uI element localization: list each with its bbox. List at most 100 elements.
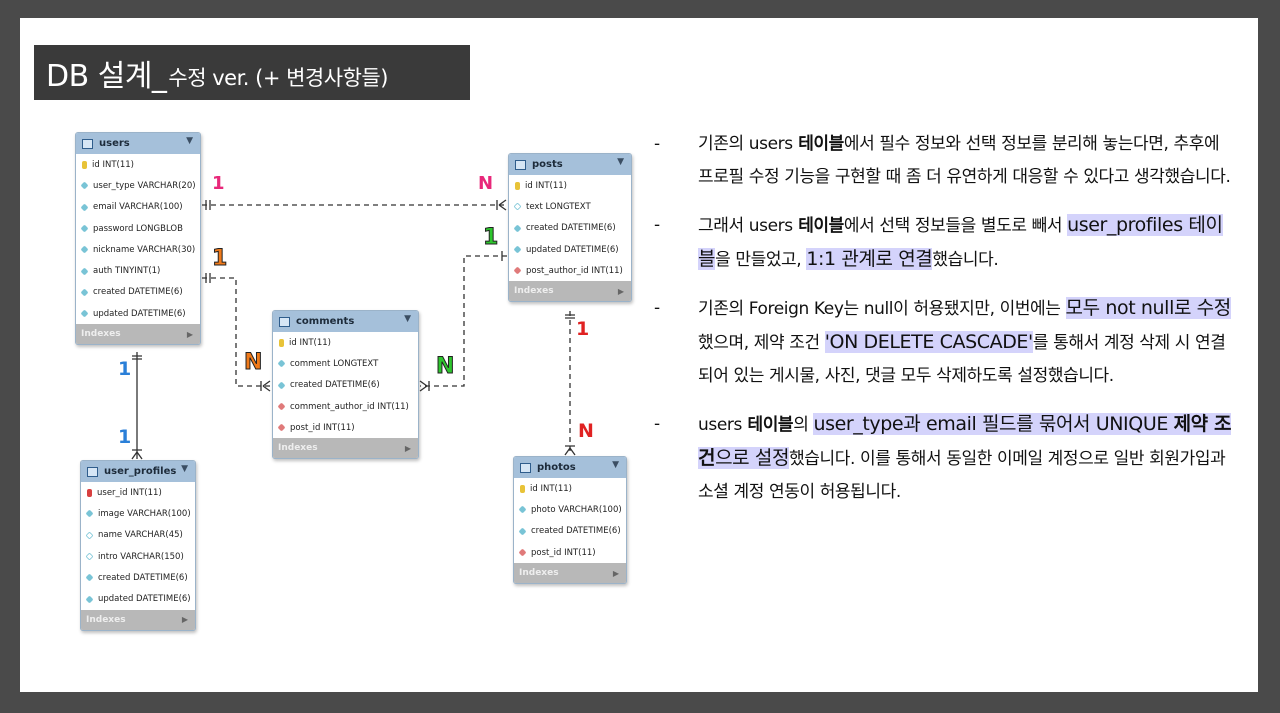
key-icon (80, 181, 89, 190)
column-row: user_id INT(11) (81, 482, 195, 503)
note-text: 했으며, 제약 조건 (698, 333, 825, 353)
table-name: users (99, 138, 130, 149)
note-text: 에서 선택 정보들을 별도로 빼서 (843, 216, 1068, 236)
column-row: user_type VARCHAR(20) (76, 175, 200, 196)
rel-posts-comments (420, 255, 507, 387)
column-label: updated DATETIME(6) (98, 594, 191, 605)
slide: DB 설계_ 수정 ver. (+ 변경사항들) (20, 18, 1258, 692)
column-label: comment_author_id INT(11) (290, 401, 409, 412)
column-row: updated DATETIME(6) (509, 239, 631, 260)
indexes-footer: Indexes▶ (81, 609, 195, 630)
note-text: 테이블 (792, 134, 844, 154)
key-icon (277, 402, 286, 411)
note-item: - 기존의 users 테이블에서 필수 정보와 선택 정보를 분리해 놓는다면… (654, 128, 1234, 194)
key-icon (80, 224, 89, 233)
column-row: created DATETIME(6) (514, 521, 626, 542)
key-icon (518, 548, 527, 557)
key-icon (277, 423, 286, 432)
key-icon (80, 309, 89, 318)
column-row: email VARCHAR(100) (76, 197, 200, 218)
column-label: password LONGBLOB (93, 223, 183, 234)
expand-arrow-icon: ▶ (186, 329, 193, 339)
table-header: comments▼ (273, 311, 418, 332)
table-user-profiles: user_profiles▼user_id INT(11)image VARCH… (80, 460, 196, 631)
table-icon (87, 466, 98, 477)
key-icon (85, 595, 94, 604)
key-icon (85, 509, 94, 518)
column-row: text LONGTEXT (509, 196, 631, 217)
key-icon (85, 552, 94, 561)
column-row: image VARCHAR(100) (81, 503, 195, 524)
note-text: 테이블 (741, 415, 794, 435)
note-highlight: user_type과 email 필드를 묶어서 UNIQUE (813, 413, 1174, 435)
expand-arrow-icon: ▶ (181, 615, 188, 625)
key-icon (520, 484, 525, 493)
column-row: updated DATETIME(6) (76, 303, 200, 324)
note-highlight: 'ON DELETE CASCADE' (824, 331, 1033, 353)
note-item: - users 테이블의 user_type과 email 필드를 묶어서 UN… (654, 408, 1234, 509)
column-row: id INT(11) (273, 332, 418, 353)
column-row: name VARCHAR(45) (81, 525, 195, 546)
column-label: auth TINYINT(1) (93, 266, 161, 277)
column-row: auth TINYINT(1) (76, 260, 200, 281)
indexes-label: Indexes (519, 568, 559, 579)
column-label: id INT(11) (530, 483, 572, 494)
expand-arrow-icon: ▶ (617, 286, 624, 296)
column-label: updated DATETIME(6) (526, 244, 619, 255)
table-header: user_profiles▼ (81, 461, 195, 482)
table-header: photos ▼ (514, 457, 626, 478)
column-row: intro VARCHAR(150) (81, 546, 195, 567)
column-label: created DATETIME(6) (290, 380, 380, 391)
card-posts-photos-many: N (578, 420, 594, 442)
key-icon (82, 160, 87, 169)
column-row: id INT(11) (514, 478, 626, 499)
note-text: 했습니다. 이를 통해서 동일한 이메일 계정으로 일반 회원가입과 소셜 계정… (698, 449, 1226, 502)
note-text: users (748, 134, 793, 154)
column-row: created DATETIME(6) (76, 282, 200, 303)
column-label: user_type VARCHAR(20) (93, 180, 196, 191)
dropdown-arrow-icon: ▼ (612, 460, 619, 470)
column-label: photo VARCHAR(100) (531, 504, 622, 515)
column-label: comment LONGTEXT (290, 358, 379, 369)
key-icon (87, 488, 92, 497)
table-comments: comments▼ id INT(11) comment LONGTEXT creat… (272, 310, 419, 460)
page-subtitle: 수정 ver. (+ 변경사항들) (168, 65, 388, 90)
column-row: created DATETIME(6) (273, 375, 418, 396)
column-label: updated DATETIME(6) (93, 308, 186, 319)
dropdown-arrow-icon: ▼ (617, 157, 624, 167)
column-row: updated DATETIME(6) (81, 588, 195, 609)
table-name: comments (296, 316, 355, 327)
table-name: photos (537, 462, 576, 473)
column-label: id INT(11) (289, 337, 331, 348)
bullet-dash: - (654, 298, 660, 318)
column-row: post_id INT(11) (514, 542, 626, 563)
key-icon (277, 359, 286, 368)
indexes-footer: Indexes▶ (514, 563, 626, 584)
indexes-label: Indexes (81, 329, 121, 340)
column-row: photo VARCHAR(100) (514, 499, 626, 520)
table-header: posts▼ (509, 154, 631, 175)
table-icon (515, 159, 526, 170)
note-item: - 기존의 Foreign Key는 null이 허용됐지만, 이번에는 모두 … (654, 292, 1234, 393)
column-row: created DATETIME(6) (509, 218, 631, 239)
column-row: id INT(11) (509, 175, 631, 196)
expand-arrow-icon: ▶ (404, 443, 411, 453)
key-icon (80, 245, 89, 254)
table-photos: photos ▼ id INT(11) photo VARCHAR(100) creat… (513, 456, 627, 585)
bullet-dash: - (654, 414, 660, 434)
table-header: users▼ (76, 133, 200, 154)
card-posts-photos-one: 1 (576, 318, 590, 340)
card-users-profiles-other: 1 (118, 426, 132, 448)
note-text: 을 만들었고, (715, 250, 807, 270)
key-icon (80, 288, 89, 297)
key-icon (518, 505, 527, 514)
card-users-comments-one: 1 (211, 246, 228, 272)
column-row: post_id INT(11) (273, 417, 418, 438)
note-text: users (748, 216, 793, 236)
column-label: id INT(11) (525, 180, 567, 191)
table-icon (82, 138, 93, 149)
card-users-profiles-one: 1 (118, 358, 132, 380)
table-icon (279, 316, 290, 327)
card-users-posts-one: 1 (212, 173, 225, 194)
